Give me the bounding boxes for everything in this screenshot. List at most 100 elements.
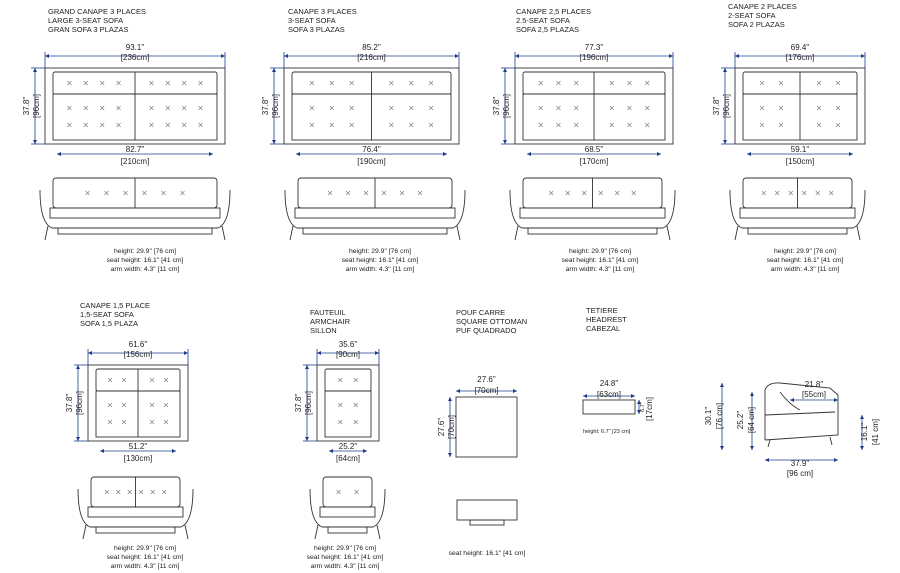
dimension-arrow (184, 351, 188, 355)
dimension-arrow (669, 54, 673, 58)
product-title-line: 2-SEAT SOFA (728, 11, 776, 20)
button-tuft-mark (788, 190, 793, 196)
front-base (747, 227, 848, 235)
dimension-arrow (765, 458, 769, 462)
button-tuft-mark (338, 377, 343, 383)
dimension-arrow (515, 54, 519, 58)
dimension-arrow (221, 54, 225, 58)
depth-inch: 37.8" (492, 97, 501, 116)
button-tuft-mark (345, 190, 351, 196)
dimension-arrow (637, 410, 641, 414)
spec-line: height: 29.9" [76 cm] (569, 248, 631, 255)
front-leg (376, 524, 381, 540)
button-tuft-mark (816, 105, 822, 111)
button-tuft-mark (121, 402, 127, 408)
dimension-arrow (305, 437, 309, 441)
button-tuft-mark (198, 122, 203, 128)
button-tuft-mark (556, 80, 561, 86)
front-seat-cushion (294, 207, 456, 219)
side-seat-height-inch: 16.1" (860, 423, 869, 442)
side-view-seat-line (764, 411, 836, 416)
inner-width-cm: [170cm] (580, 157, 608, 166)
spec-line: arm width: 4.3" [11 cm] (111, 266, 180, 273)
spec-line: seat height: 16.1" [41 cm] (767, 257, 844, 264)
button-tuft-mark (309, 105, 315, 111)
product-title-line: CANAPE 1,5 PLACE (80, 301, 150, 310)
button-tuft-mark (116, 105, 121, 111)
button-tuft-mark (83, 105, 89, 111)
dimension-arrow (720, 383, 724, 387)
depth-cm: [96cm] (32, 94, 41, 118)
side-inner-height-inch: 25.2" (736, 411, 745, 430)
button-tuft-mark (778, 80, 784, 86)
button-tuft-mark (778, 122, 784, 128)
side-depth-inch: 37.9" (791, 459, 810, 468)
inner-width-inch: 59.1" (791, 145, 810, 154)
button-tuft-mark (162, 489, 167, 495)
button-tuft-mark (627, 80, 632, 86)
dimension-arrow (637, 400, 641, 404)
button-tuft-mark (645, 105, 650, 111)
dimension-arrow (172, 449, 176, 453)
front-base (302, 227, 448, 235)
product-title-line: 2.5-SEAT SOFA (516, 16, 570, 25)
dimension-arrow (209, 152, 213, 156)
product-title-line: LARGE 3-SEAT SOFA (48, 16, 123, 25)
overall-width-cm: [216cm] (357, 53, 385, 62)
button-tuft-mark (409, 122, 414, 128)
button-tuft-mark (609, 105, 614, 111)
dimension-arrow (527, 152, 531, 156)
front-base (57, 227, 213, 235)
side-depth-cm: [96 cm] (787, 469, 813, 478)
depth-cm: [96cm] (75, 391, 84, 415)
overall-width-inch: 69.4" (791, 43, 810, 52)
button-tuft-mark (121, 377, 127, 383)
button-tuft-mark (353, 419, 358, 425)
spec-line: seat height: 16.1" [41 cm] (449, 550, 526, 557)
spec-line: seat height: 16.1" [41 cm] (307, 554, 384, 561)
depth-inch: 37.8" (294, 394, 303, 413)
dimension-arrow (272, 68, 276, 72)
dimension-arrow (861, 54, 865, 58)
depth-cm: [96cm] (502, 94, 511, 118)
overall-width-cm: [176cm] (786, 53, 814, 62)
side-inner-height-cm: [64 cm] (747, 407, 756, 433)
button-tuft-mark (327, 190, 333, 196)
button-tuft-mark (389, 122, 394, 128)
dimension-arrow (363, 449, 367, 453)
side-view-body (764, 382, 839, 441)
front-base (327, 526, 368, 534)
depth-inch: 37.8" (65, 394, 74, 413)
front-leg (44, 225, 49, 241)
front-leg (184, 524, 189, 540)
button-tuft-mark (645, 122, 650, 128)
button-tuft-mark (598, 190, 603, 196)
button-tuft-mark (631, 190, 636, 196)
dimension-arrow (849, 152, 853, 156)
button-tuft-mark (83, 122, 89, 128)
headrest-depth-cm: [17cm] (645, 397, 654, 421)
dimension-arrow (33, 68, 37, 72)
front-leg (856, 225, 861, 241)
pouf-front-view (456, 499, 518, 521)
spec-line: arm width: 4.3" [11 cm] (111, 563, 180, 570)
button-tuft-mark (104, 190, 109, 196)
button-tuft-mark (363, 190, 369, 196)
dimension-arrow (76, 365, 80, 369)
button-tuft-mark (353, 377, 358, 383)
button-tuft-mark (85, 190, 90, 196)
button-tuft-mark (123, 190, 128, 196)
button-tuft-mark (759, 80, 765, 86)
button-tuft-mark (329, 105, 334, 111)
button-tuft-mark (67, 80, 72, 86)
product-title-line: SOFA 1,5 PLAZA (80, 319, 138, 328)
front-leg (456, 225, 461, 241)
dimension-arrow (735, 54, 739, 58)
front-seat-cushion (49, 207, 221, 219)
button-tuft-mark (198, 105, 203, 111)
button-tuft-mark (99, 122, 105, 128)
product-title-line: CABEZAL (586, 324, 620, 333)
button-tuft-mark (349, 122, 354, 128)
button-tuft-mark (759, 105, 765, 111)
